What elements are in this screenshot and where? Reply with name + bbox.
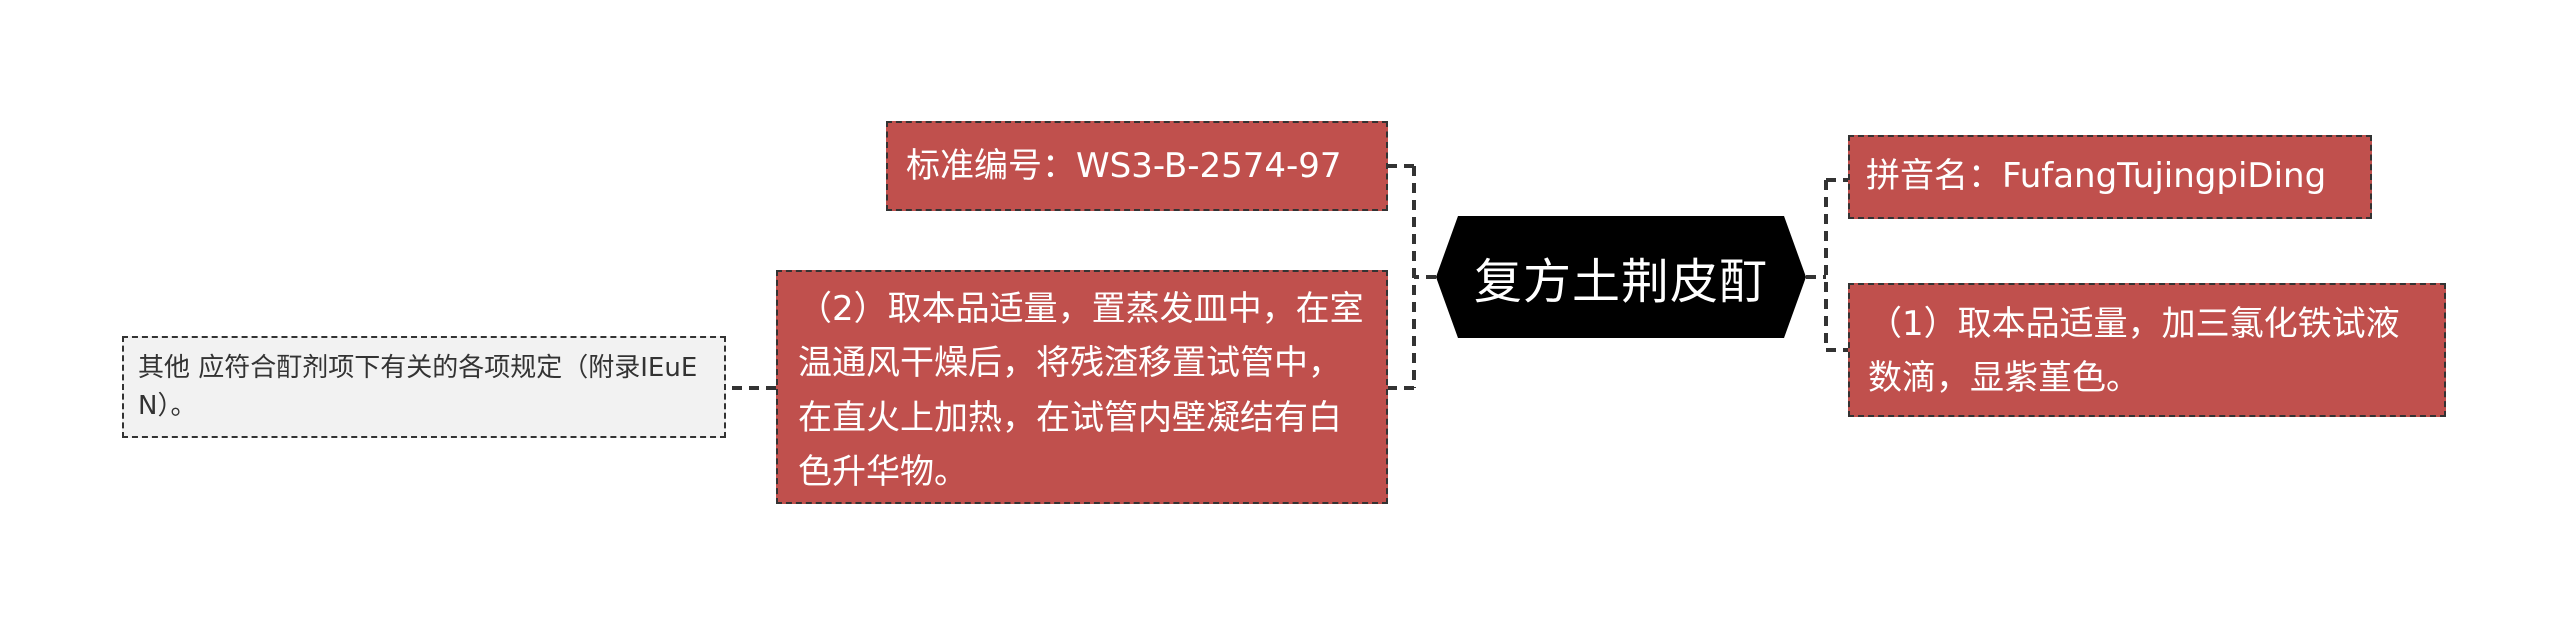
central-topic-label: 复方土荆皮酊 bbox=[1473, 254, 1768, 310]
node-step1-label: （1）取本品适量，加三氯化铁试液数滴，显紫堇色。 bbox=[1868, 304, 2400, 399]
leaf-other-requirements[interactable]: 其他 应符合酊剂项下有关的各项规定（附录ⅠEuE N）。 bbox=[122, 336, 726, 438]
node-step1-ferric-chloride-test[interactable]: （1）取本品适量，加三氯化铁试液数滴，显紫堇色。 bbox=[1848, 283, 2446, 417]
leaf-other-label: 其他 应符合酊剂项下有关的各项规定（附录ⅠEuE N）。 bbox=[138, 353, 698, 421]
node-standard-number[interactable]: 标准编号：WS3-B-2574-97 bbox=[886, 121, 1388, 211]
node-step2-label: （2）取本品适量，置蒸发皿中，在室温通风干燥后，将残渣移置试管中，在直火上加热，… bbox=[798, 289, 1364, 493]
central-topic[interactable]: 复方土荆皮酊 bbox=[1436, 216, 1806, 338]
node-step2-sublimation-test[interactable]: （2）取本品适量，置蒸发皿中，在室温通风干燥后，将残渣移置试管中，在直火上加热，… bbox=[776, 270, 1388, 504]
node-pinyin-label: 拼音名：FufangTujingpiDing bbox=[1866, 156, 2327, 196]
node-pinyin-name[interactable]: 拼音名：FufangTujingpiDing bbox=[1848, 135, 2372, 219]
node-standard-number-label: 标准编号：WS3-B-2574-97 bbox=[906, 146, 1342, 186]
central-topic-shape bbox=[1436, 216, 1806, 338]
